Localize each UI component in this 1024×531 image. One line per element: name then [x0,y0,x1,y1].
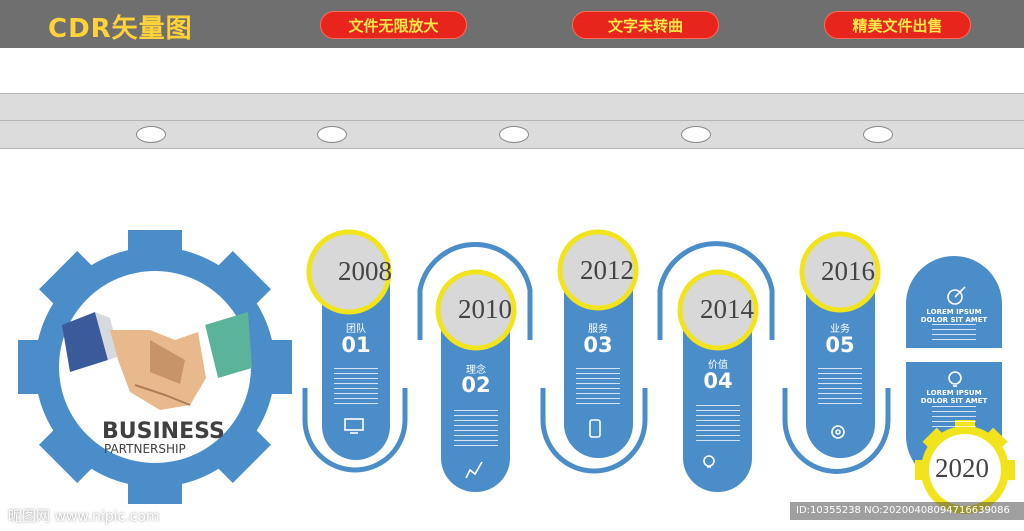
item-number: 02 [461,373,491,397]
item-number: 01 [341,333,371,357]
item-number: 05 [825,333,855,357]
item-caption: 业务 [830,324,850,335]
logo-title: BUSINESS [102,419,225,444]
computer-icon [344,418,364,431]
year-label: 2012 [580,255,634,285]
ceiling-light [499,126,529,143]
badge-text-editable: 文字未转曲 [572,11,719,39]
badge-files-for-sale: 精美文件出售 [824,11,971,39]
item-paragraph [454,410,498,446]
gear-2020-icon [915,420,1015,514]
item-caption: 理念 [466,365,486,376]
bulb-icon [703,455,715,467]
year-label: 2008 [338,256,392,286]
timeline-capsule-final [906,256,1002,484]
item-caption: 团队 [346,324,366,335]
logo-subtitle: PARTNERSHIP [104,442,186,456]
year-label-final: 2020 [935,453,989,483]
badge-unlimited-zoom: 文件无限放大 [320,11,467,39]
year-label: 2010 [458,294,512,324]
item-number: 03 [583,333,613,357]
item-paragraph [576,368,620,404]
item-paragraph [818,368,862,404]
final-heading: LOREM IPSUM DOLOR SIT AMET [920,389,988,405]
chart-icon [465,461,483,479]
final-heading: LOREM IPSUM DOLOR SIT AMET [920,308,988,324]
ceiling-light [681,126,711,143]
image-id-tag: ID:10355238 NO:20200408094716639086 [790,502,1024,520]
ceiling-light [136,126,166,143]
final-paragraph [932,324,976,342]
ceiling-band-upper [0,93,1024,121]
bulb-icon [948,371,962,385]
brand-logo: CDR矢量图 [48,14,193,44]
handshake-icon [62,312,252,410]
year-label: 2016 [821,256,875,286]
ceiling-light [317,126,347,143]
year-label: 2014 [700,294,754,324]
item-paragraph [696,405,740,441]
item-paragraph [334,368,378,404]
phone-icon [589,419,601,438]
item-caption: 服务 [588,324,608,335]
item-number: 04 [703,369,733,393]
header-bar: CDR矢量图 文件无限放大 文字未转曲 精美文件出售 [0,0,1024,48]
target-icon [947,289,963,305]
target-icon [831,425,845,439]
final-paragraph [932,406,976,428]
site-watermark: 昵图网 www.nipic.com [8,509,160,525]
ceiling-light [863,126,893,143]
item-caption: 价值 [708,360,728,371]
